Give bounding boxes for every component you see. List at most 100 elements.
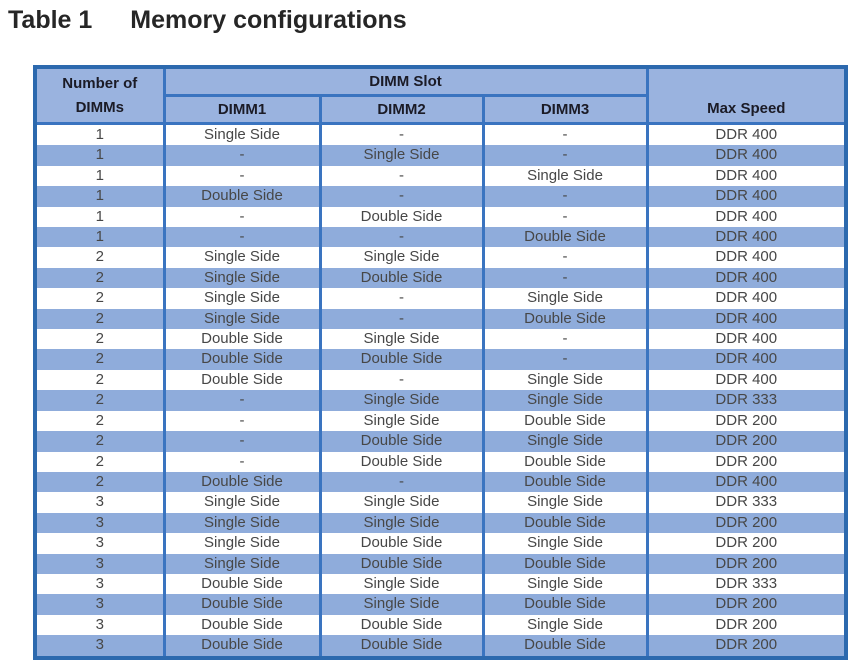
table-cell: Single Side xyxy=(481,288,649,309)
table-cell: Double Side xyxy=(162,369,322,391)
table-cell: - xyxy=(162,165,322,187)
header-dimm2: DIMM2 xyxy=(318,94,485,125)
table-cell: Double Side xyxy=(318,533,485,554)
table-cell: - xyxy=(481,349,649,370)
table-cell: Single Side xyxy=(481,431,649,452)
table-cell: Single Side xyxy=(318,573,485,595)
table-cell: Double Side xyxy=(162,594,322,615)
table-cell: DDR 400 xyxy=(645,165,848,187)
table-cell: Double Side xyxy=(481,553,649,574)
header-dimm3: DIMM3 xyxy=(481,94,649,125)
table-cell: DDR 400 xyxy=(645,206,848,228)
table-cell: 2 xyxy=(33,431,166,452)
header-dimm1: DIMM1 xyxy=(162,94,322,125)
table-cell: Single Side xyxy=(162,288,322,309)
table-cell: Double Side xyxy=(318,614,485,636)
table-cell: 1 xyxy=(33,227,166,248)
table-cell: DDR 333 xyxy=(645,492,848,513)
table-cell: Single Side xyxy=(318,410,485,432)
table-header: Number of DIMMs DIMM Slot Max Speed DIMM… xyxy=(33,65,848,125)
table-cell: Single Side xyxy=(481,573,649,595)
table-cell: Single Side xyxy=(162,553,322,574)
table-cell: Double Side xyxy=(481,594,649,615)
table-cell: - xyxy=(318,471,485,493)
table-cell: 3 xyxy=(33,553,166,574)
table-cell: Double Side xyxy=(162,635,322,658)
table-cell: - xyxy=(481,145,649,166)
table-cell: Single Side xyxy=(481,165,649,187)
table-cell: DDR 200 xyxy=(645,512,848,534)
table-cell: DDR 400 xyxy=(645,267,848,289)
table-cell: Single Side xyxy=(318,594,485,615)
table-cell: - xyxy=(481,123,649,146)
header-row-2: DIMM1 DIMM2 DIMM3 xyxy=(35,94,846,125)
table-cell: DDR 200 xyxy=(645,553,848,574)
table-cell: Single Side xyxy=(481,492,649,513)
header-max-speed: Max Speed xyxy=(645,65,848,125)
table-cell: 3 xyxy=(33,614,166,636)
table-cell: 2 xyxy=(33,390,166,411)
table-cell: - xyxy=(318,123,485,146)
table-cell: DDR 200 xyxy=(645,431,848,452)
table-cell: Double Side xyxy=(318,635,485,658)
table-cell: 1 xyxy=(33,123,166,146)
table-cell: DDR 333 xyxy=(645,573,848,595)
table-cell: 2 xyxy=(33,329,166,350)
table-cell: 3 xyxy=(33,635,166,658)
table-cell: - xyxy=(162,390,322,411)
memory-configurations-table: Number of DIMMs DIMM Slot Max Speed DIMM… xyxy=(33,65,849,660)
table-cell: Single Side xyxy=(162,492,322,513)
table-cell: Double Side xyxy=(318,206,485,228)
table-cell: DDR 400 xyxy=(645,308,848,330)
table-title-caption: Memory configurations xyxy=(130,6,407,34)
table-cell: Single Side xyxy=(318,247,485,268)
table-cell: DDR 200 xyxy=(645,635,848,658)
table-cell: Double Side xyxy=(162,614,322,636)
table-cell: Double Side xyxy=(481,635,649,658)
table-cell: Double Side xyxy=(318,267,485,289)
table-cell: Double Side xyxy=(318,431,485,452)
table-cell: Single Side xyxy=(318,492,485,513)
table-cell: DDR 400 xyxy=(645,369,848,391)
table-cell: Double Side xyxy=(162,573,322,595)
table-cell: - xyxy=(162,410,322,432)
table-cell: DDR 400 xyxy=(645,247,848,268)
table-cell: DDR 400 xyxy=(645,123,848,146)
header-row-1: Number of DIMMs DIMM Slot Max Speed xyxy=(33,65,848,125)
table-cell: 2 xyxy=(33,451,166,472)
table-cell: 2 xyxy=(33,369,166,391)
table-cell: - xyxy=(162,451,322,472)
table-cell: - xyxy=(481,267,649,289)
table-cell: DDR 200 xyxy=(645,594,848,615)
table-cell: - xyxy=(162,206,322,228)
table-cell: Single Side xyxy=(318,145,485,166)
table-cell: 2 xyxy=(33,308,166,330)
table-cell: - xyxy=(318,369,485,391)
table-cell: Single Side xyxy=(481,369,649,391)
table-cell: - xyxy=(162,227,322,248)
table-cell: Double Side xyxy=(481,227,649,248)
table-cell: Single Side xyxy=(162,512,322,534)
table-cell: DDR 400 xyxy=(645,349,848,370)
table-cell: Single Side xyxy=(318,329,485,350)
table-cell: DDR 400 xyxy=(645,145,848,166)
table-row: 1-Double Side-DDR 400 xyxy=(33,206,848,228)
table-cell: - xyxy=(162,431,322,452)
